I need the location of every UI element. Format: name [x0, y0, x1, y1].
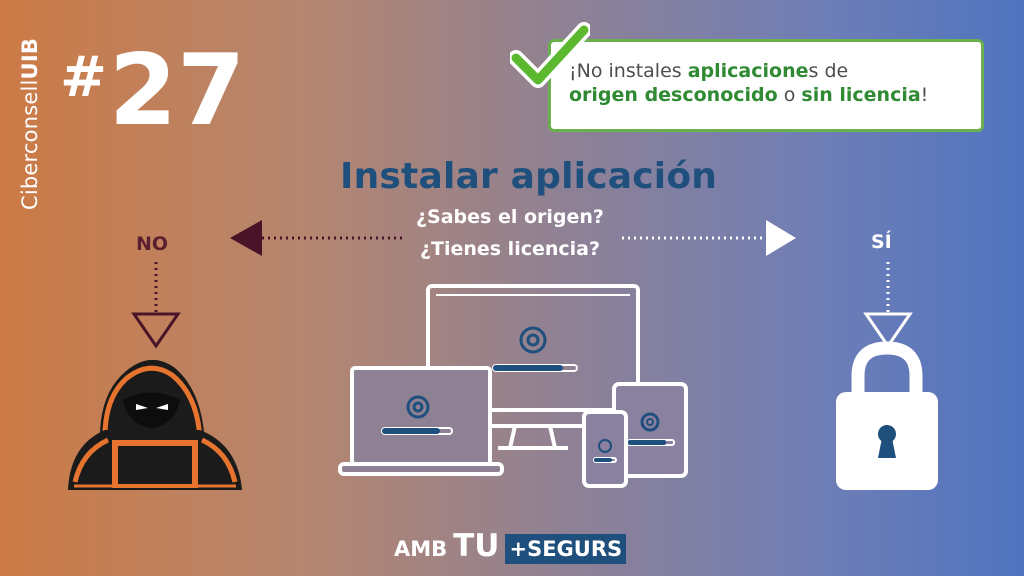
tip-text-6: sin licencia	[801, 83, 921, 106]
title-text: Instalar aplicación	[340, 156, 718, 197]
tip-text-3: s de	[808, 60, 849, 82]
right-arrow-icon	[766, 220, 796, 256]
no-label: NO	[136, 233, 169, 255]
number-value: 27	[108, 34, 246, 148]
left-arrow-icon	[230, 220, 262, 256]
check-icon	[510, 22, 590, 88]
hash-sign: #	[60, 45, 107, 110]
footer-logo: AMB TU +SEGURS	[394, 528, 627, 564]
tip-text-7: !	[920, 83, 929, 106]
si-label: SÍ	[871, 231, 892, 253]
question-origin: ¿Sabes el origen?	[416, 206, 604, 228]
padlock-icon	[836, 341, 938, 490]
footer-tu: TU	[453, 528, 500, 564]
tip-text-1: ¡No instales	[569, 60, 688, 82]
hacker-icon	[68, 359, 242, 490]
si-down-triangle	[863, 312, 913, 349]
tip-line-2: origen desconocido o sin licencia!	[569, 84, 971, 108]
tip-text-5: o	[777, 83, 802, 106]
tip-box: ¡No instales aplicaciones de origen desc…	[548, 39, 984, 132]
footer-amb: AMB	[394, 537, 448, 561]
tip-text-2: aplicacione	[687, 60, 809, 82]
footer-segurs: +SEGURS	[505, 534, 627, 564]
tip-text-4: origen desconocido	[569, 83, 778, 106]
devices-icon	[338, 284, 688, 488]
tip-number: #27	[60, 42, 245, 140]
question-license: ¿Tienes licencia?	[419, 238, 601, 260]
no-down-triangle	[131, 312, 181, 349]
